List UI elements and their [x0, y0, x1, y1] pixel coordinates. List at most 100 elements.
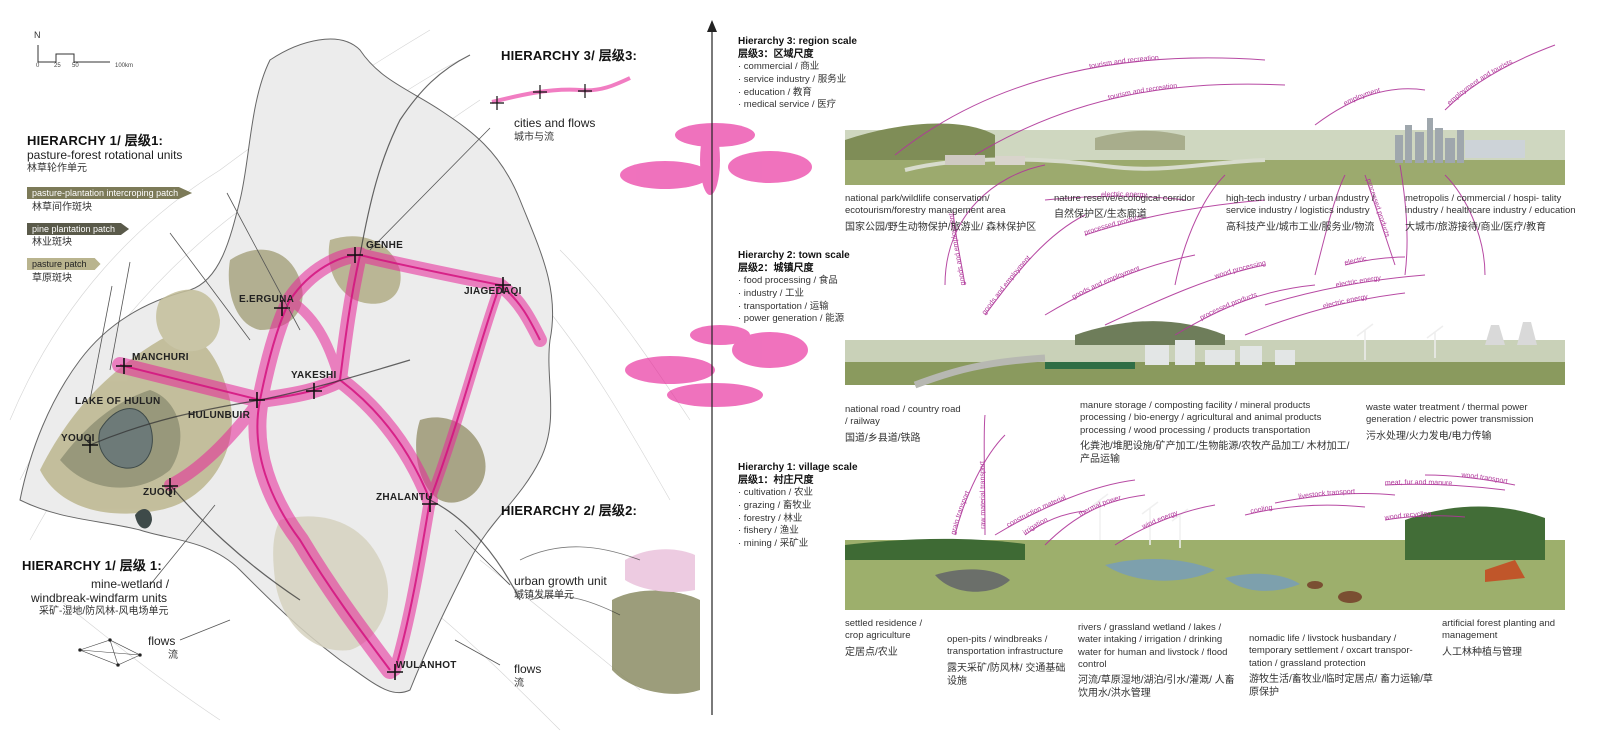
caption-en: metropolis / commercial / hospi- tality …: [1405, 193, 1576, 217]
scale-tick-25: 25: [54, 63, 61, 69]
caption-cn: 化粪池/堆肥设施/矿产加工/生物能源/农牧产品加工/ 木材加工/产品运输: [1080, 441, 1350, 466]
flow-employment: employment: [1343, 87, 1381, 107]
region-map: [9, 29, 700, 731]
city-genhe: GENHE: [366, 240, 404, 251]
caption-region-1: national park/wildlife conservation/ eco…: [845, 193, 1045, 234]
region-scale-title: Hierarchy 3: region scale 层级3：区域尺度: [738, 36, 857, 61]
urban-growth-label: urban growth unit: [514, 574, 607, 588]
caption-village-4: nomadic life / livstock husbandary / tem…: [1249, 633, 1434, 699]
legend-intercroping-tag: pasture-plantation intercroping patch: [27, 187, 193, 199]
hierarchy1-top-subtitle: pasture-forest rotational units: [27, 148, 183, 162]
list-item: · food processing / 食品: [738, 275, 838, 286]
caption-village-1: settled residence / crop agriculture 定居点…: [845, 618, 940, 659]
legend-intercroping-cn: 林草间作斑块: [32, 202, 92, 213]
city-zuoqi: ZUOQI: [143, 487, 177, 498]
caption-en: artificial forest planting and managemen…: [1442, 618, 1556, 642]
town-landscape-strip: [845, 321, 1565, 389]
village-scale-title: Hierarchy 1: village scale 层级1：村庄尺度: [738, 462, 858, 487]
flow-wood-transport: wood transport: [1460, 472, 1508, 486]
flow-wind: wind energy: [1140, 510, 1179, 532]
flows-left-cn: 流: [168, 650, 178, 661]
city-zhalantu: ZHALANTU: [376, 492, 433, 503]
caption-en: nature reserve/ecological corridor: [1054, 193, 1195, 204]
village-scale-title-cn: 层级1：村庄尺度: [738, 474, 814, 486]
list-item: · grazing / 畜牧业: [738, 499, 812, 511]
flow-raw-material: raw material transport: [979, 461, 987, 529]
list-item: · power generation / 能源: [738, 313, 845, 325]
region-landscape-strip: [845, 118, 1565, 185]
caption-cn: 高科技产业/城市工业/服务业/物流: [1226, 221, 1375, 233]
scale-tick-100km: 100km: [115, 63, 134, 69]
list-item: · industry / 工业: [738, 287, 804, 299]
city-erguna: E.ERGUNA: [239, 294, 295, 305]
caption-cn: 污水处理/火力发电/电力传输: [1366, 430, 1492, 442]
hierarchy1-bottom-sub2: windbreak-windfarm units: [31, 591, 168, 605]
flow-livestock: livestock transport: [1298, 489, 1355, 501]
flow-processed-2: processed products: [1199, 292, 1259, 322]
caption-en: rivers / grassland wetland / lakes / wat…: [1078, 622, 1228, 671]
cities-flows-cn: 城市与流: [514, 132, 554, 143]
caption-town-1: national road / country road / railway 国…: [845, 404, 965, 445]
flow-electric-3: electric energy: [1335, 275, 1382, 289]
hierarchy2-title: HIERARCHY 2/ 层级2:: [501, 503, 638, 518]
lake-hulun: [98, 408, 153, 469]
caption-en: open-pits / windbreaks / transportation …: [947, 634, 1064, 658]
urban-growth-cn: 城镇发展单元: [514, 590, 574, 601]
hierarchy1-bottom-cn: 采矿-湿地/防风林-风电场单元: [39, 606, 169, 617]
legend-pine-tag: pine plantation patch: [27, 223, 130, 235]
city-manchuri: MANCHURI: [132, 352, 189, 363]
caption-cn: 人工林种植与管理: [1442, 646, 1522, 658]
north-label: N: [34, 30, 41, 40]
list-item: · medical service / 医疗: [738, 99, 837, 111]
hierarchy3-title: HIERARCHY 3/ 层级3:: [501, 48, 638, 63]
town-scale-list: · food processing / 食品 · industry / 工业 ·…: [738, 275, 844, 326]
caption-en: national road / country road / railway: [845, 404, 961, 428]
flow-thermal: thermal power: [1078, 494, 1123, 518]
hierarchy1-bottom-sub1: mine-wetland /: [91, 577, 170, 591]
hierarchy1-top-cn: 林草轮作单元: [27, 163, 87, 174]
caption-en: high-tech industry / urban industry / se…: [1226, 193, 1375, 217]
caption-region-3: high-tech industry / urban industry / se…: [1226, 193, 1401, 234]
town-scale-title: Hierarchy 2: town scale 层级2：城镇尺度: [738, 250, 850, 275]
caption-cn: 国道/乡县道/铁路: [845, 432, 921, 444]
flows-right-label: flows: [514, 662, 542, 676]
city-jiagedaqi: JIAGEDAQI: [464, 286, 522, 297]
list-item: · fishery / 渔业: [738, 525, 799, 537]
village-scale-title-en: Hierarchy 1: village scale: [738, 462, 858, 473]
hierarchy-axis: [707, 20, 717, 715]
list-item: · mining / 采矿业: [738, 538, 809, 550]
legend-pasture-cn: 草原斑块: [32, 273, 72, 284]
caption-en: manure storage / composting facility / m…: [1080, 400, 1322, 436]
flow-cooling: cooling: [1250, 504, 1273, 515]
flow-electric-2: electric energy: [1322, 293, 1369, 310]
list-item: · education / 教育: [738, 86, 812, 98]
caption-village-2: open-pits / windbreaks / transportation …: [947, 634, 1067, 688]
flow-goods-employment-2: goods and employment: [1071, 265, 1141, 301]
scale-tick-50: 50: [72, 63, 79, 69]
flow-electric-1: electric energy: [1101, 191, 1148, 199]
city-wulanhot: WULANHOT: [396, 660, 457, 671]
flow-arcs: tourism and recreation tourism and recre…: [894, 44, 1556, 546]
flows-left-label: flows: [148, 634, 176, 648]
caption-cn: 自然保护区/生态廊道: [1054, 209, 1147, 221]
flow-wood-recycling: wood recycling: [1383, 511, 1431, 522]
flow-grain: grain transport: [950, 490, 971, 535]
hierarchy-clouds: [620, 123, 812, 407]
flow-tourism-recreation-2: tourism and recreation: [1107, 83, 1177, 102]
list-item: · service industry / 服务业: [738, 73, 847, 85]
caption-region-2: nature reserve/ecological corridor 自然保护区…: [1054, 193, 1224, 221]
region-scale-list: · commercial / 商业 · service industry / 服…: [738, 61, 846, 112]
caption-town-2: manure storage / composting facility / m…: [1080, 400, 1350, 466]
village-scale-list: · cultivation / 农业 · grazing / 畜牧业 · for…: [738, 487, 813, 551]
caption-cn: 大城市/旅游接待/商业/医疗/教育: [1405, 221, 1547, 233]
village-landscape-strip: [845, 493, 1565, 610]
caption-cn: 定居点/农业: [845, 646, 898, 658]
landscape-strips: [845, 118, 1565, 610]
list-item: · transportation / 运输: [738, 300, 829, 312]
region-scale-title-cn: 层级3：区域尺度: [738, 48, 814, 60]
region-scale-title-en: Hierarchy 3: region scale: [738, 36, 857, 47]
hierarchy1-top-title: HIERARCHY 1/ 层级1:: [27, 133, 164, 148]
caption-cn: 国家公园/野生动物保护/旅游业/ 森林保护区: [845, 221, 1037, 233]
flow-goods-employment-1: goods and employment: [981, 255, 1032, 317]
